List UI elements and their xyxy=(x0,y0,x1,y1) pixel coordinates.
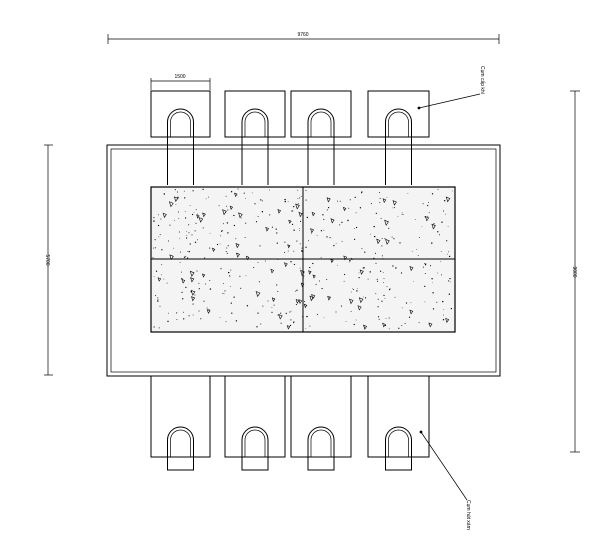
exhaust-module xyxy=(367,375,430,471)
left-height-label: 5700 xyxy=(44,254,50,265)
concrete-hatch xyxy=(152,188,453,330)
exhaust-callout: Cụm hút xám xyxy=(419,430,471,530)
central-slab xyxy=(150,186,456,333)
exhaust-module xyxy=(224,375,286,471)
right-dimension: 9000 xyxy=(570,90,580,453)
supply-module xyxy=(367,90,430,185)
supply-module xyxy=(290,90,352,185)
left-dimension: 5700 xyxy=(44,144,53,376)
supply-module xyxy=(150,90,211,185)
module-dimension: 1500 xyxy=(150,74,211,90)
top-dimension: 9760 xyxy=(107,32,500,44)
exhaust-callout-label: Cụm hút xám xyxy=(465,500,471,530)
supply-module xyxy=(224,90,286,185)
supply-callout-label: Cụm cấp khí xyxy=(479,66,485,95)
supply-callout: Cụm cấp khí xyxy=(417,66,485,110)
right-height-label: 9000 xyxy=(571,266,577,277)
top-modules xyxy=(150,90,430,185)
bottom-modules xyxy=(150,375,430,471)
exhaust-module xyxy=(150,375,211,471)
module-width-label: 1500 xyxy=(174,74,185,80)
exhaust-module xyxy=(290,375,352,471)
overall-width-label: 9760 xyxy=(297,32,308,38)
